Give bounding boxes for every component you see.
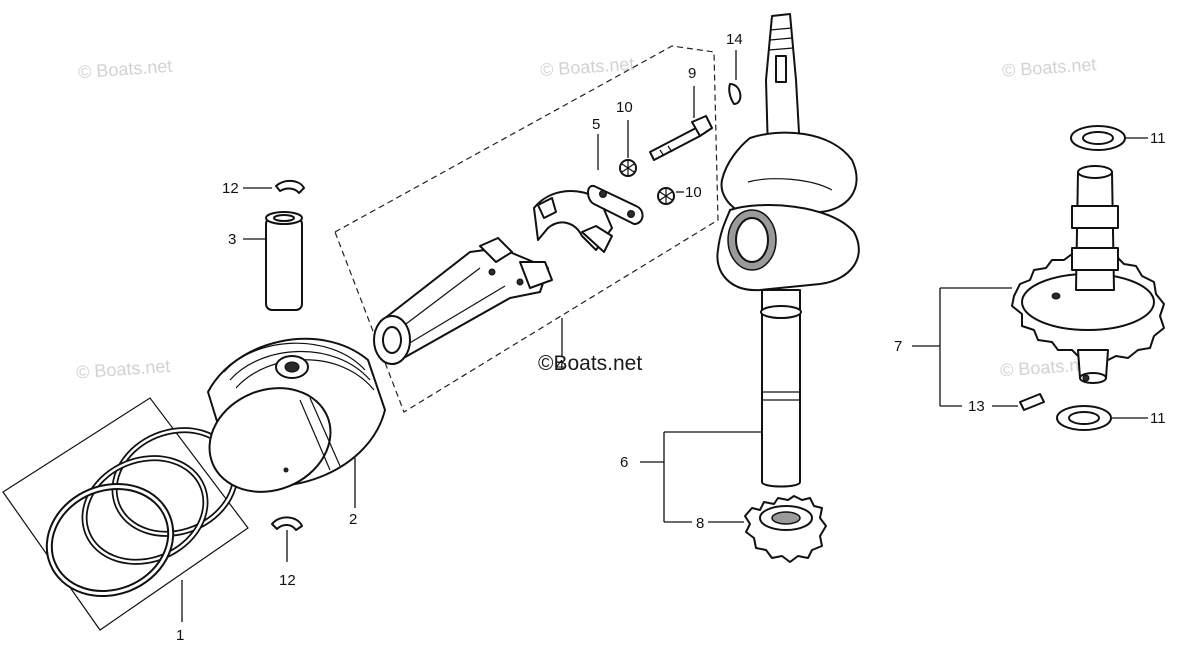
callout-11-bottom: 11 [1150, 410, 1166, 427]
callout-4: 4 [556, 357, 564, 374]
cam-washer-top: 11 [1070, 125, 1166, 151]
callout-10-upper: 10 [616, 99, 633, 116]
woodruff-key: 14 [726, 31, 743, 105]
cam-washer-bottom: 11 [1056, 405, 1166, 431]
pin-clip-top: 12 [222, 180, 305, 197]
callout-12-top: 12 [222, 180, 239, 197]
callout-13: 13 [968, 398, 985, 415]
crank-gear: 8 [664, 495, 827, 563]
cam-pin: 13 [940, 393, 1045, 415]
connecting-rod [373, 237, 553, 365]
callout-9: 9 [688, 65, 696, 82]
watermark-top-center: © Boats.net [539, 54, 634, 81]
rod-cap-plate: 5 [587, 116, 644, 225]
callout-7: 7 [894, 338, 902, 355]
callout-5: 5 [592, 116, 600, 133]
pin-clip-bottom: 12 [271, 516, 303, 589]
callout-1: 1 [176, 627, 184, 644]
piston-ring-3 [45, 482, 175, 598]
connecting-rod-group: ©Boats.net 4 [334, 45, 719, 413]
connecting-rod-frame [334, 45, 719, 413]
rod-bolt: 9 [649, 65, 713, 161]
washer-lower: 10 [657, 184, 702, 205]
callout-10-lower: 10 [685, 184, 702, 201]
callout-8: 8 [696, 515, 704, 532]
watermark-mid-left: © Boats.net [75, 356, 170, 383]
piston-pin: 3 [228, 211, 303, 311]
watermark-center: ©Boats.net [538, 352, 642, 375]
callout-2: 2 [349, 511, 357, 528]
camshaft-assembly: 7 [894, 165, 1165, 406]
callout-12-bottom: 12 [279, 572, 296, 589]
rod-cap [533, 189, 613, 253]
washer-upper: 10 [616, 99, 637, 177]
crankshaft: 6 [620, 13, 860, 522]
callout-11-top: 11 [1150, 130, 1166, 147]
callout-14: 14 [726, 31, 743, 48]
piston: 2 [207, 337, 386, 528]
callout-3: 3 [228, 231, 236, 248]
watermark-top-right: © Boats.net [1001, 54, 1096, 81]
callout-6: 6 [620, 454, 628, 471]
watermark-top-left: © Boats.net [77, 56, 172, 83]
